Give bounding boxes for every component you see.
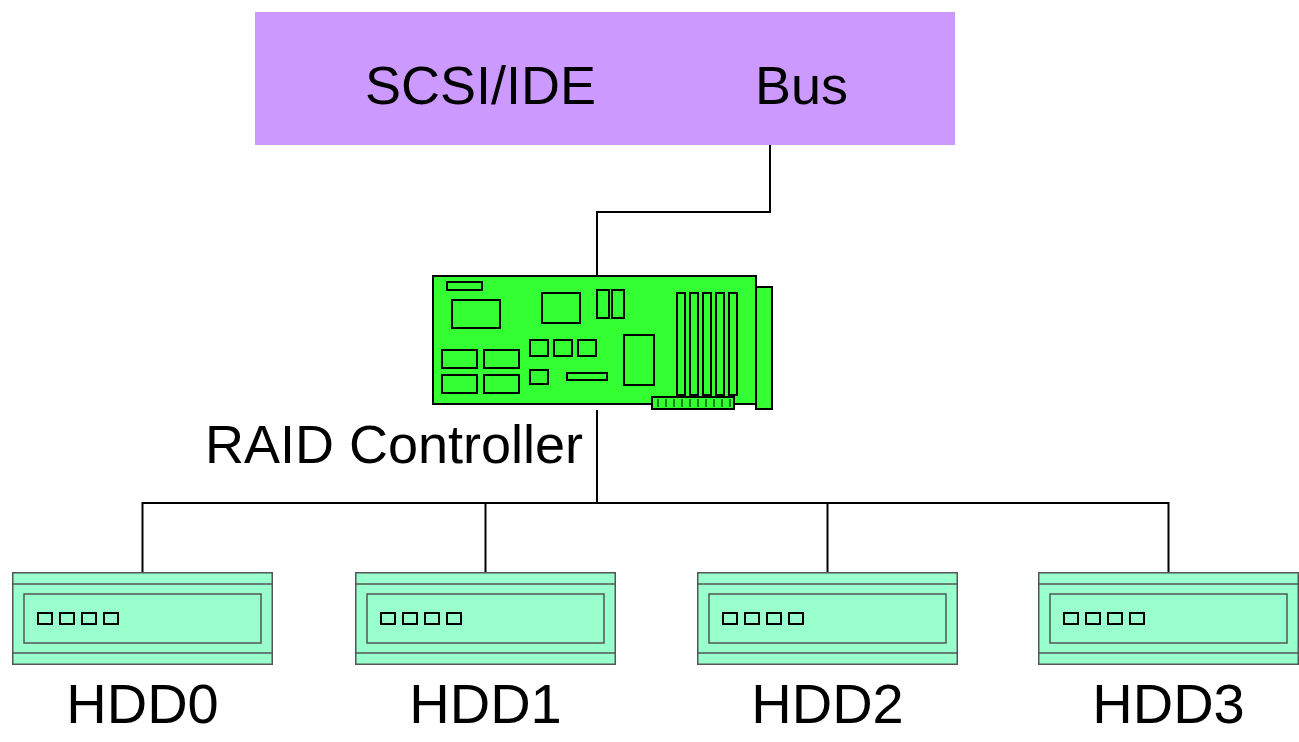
connector-line — [597, 410, 828, 572]
drive-label: HDD2 — [751, 676, 903, 732]
drive-label: HDD0 — [66, 676, 218, 732]
drive-label: HDD1 — [409, 676, 561, 732]
connector-line — [597, 410, 1169, 572]
drive-shape — [1038, 572, 1299, 665]
connector-line — [143, 410, 598, 572]
drive-shape — [12, 572, 273, 665]
bus-label: Bus — [755, 58, 848, 112]
drive-shape — [355, 572, 616, 665]
card-shape — [432, 275, 775, 410]
hard-disk-drive: HDD0 — [12, 572, 273, 665]
hard-disk-drive: HDD2 — [697, 572, 958, 665]
hard-disk-drive: HDD3 — [1038, 572, 1299, 665]
raid-controller-card: RAID Controller — [432, 275, 775, 410]
bus-band: SCSI/IDE Bus — [255, 12, 955, 145]
controller-label: RAID Controller — [205, 417, 583, 471]
drive-label: HDD3 — [1092, 676, 1244, 732]
connector-line — [597, 145, 770, 275]
band-shape — [255, 12, 955, 145]
bus-label: SCSI/IDE — [365, 58, 596, 112]
hard-disk-drive: HDD1 — [355, 572, 616, 665]
drive-shape — [697, 572, 958, 665]
